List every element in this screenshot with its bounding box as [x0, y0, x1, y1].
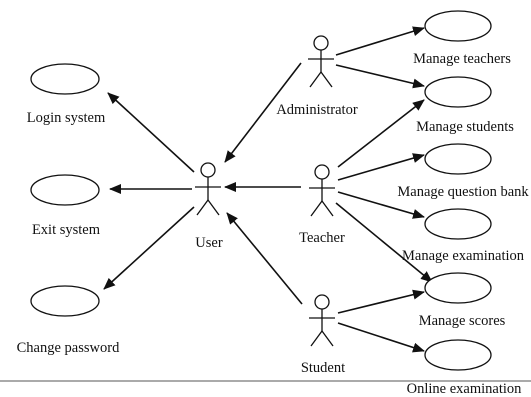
- actor-student: Student: [301, 294, 345, 376]
- arrow-administrator-to-user: [224, 62, 302, 163]
- actor-head: [313, 35, 329, 51]
- use-case-ellipse: [424, 339, 492, 371]
- use-case-login-system: Login system: [27, 63, 106, 126]
- use-case-ellipse: [424, 208, 492, 240]
- use-case-ellipse: [30, 63, 100, 95]
- association-arrows: [103, 26, 433, 353]
- actor-left-leg: [310, 330, 323, 347]
- use-case-ellipse: [30, 174, 100, 206]
- use-case-manage-students: Manage students: [416, 76, 514, 135]
- use-case-manage-examination: Manage examination: [402, 208, 525, 264]
- arrow-teacher-to-manage-examination: [337, 191, 425, 219]
- arrow-student-to-online-examination: [337, 322, 425, 353]
- use-case-ellipse: [30, 285, 100, 317]
- use-case-label: Manage question bank: [397, 184, 529, 200]
- use-case-label: Login system: [27, 110, 106, 126]
- actor-right-leg: [321, 330, 334, 347]
- actor-label: Student: [301, 360, 345, 376]
- actor-label: Administrator: [276, 102, 358, 118]
- actor-head: [314, 164, 330, 180]
- arrow-user-to-login: [107, 92, 195, 173]
- arrow-user-to-change-password: [103, 206, 195, 290]
- actor-right-leg: [207, 199, 220, 216]
- actor-head: [314, 294, 330, 310]
- actor-administrator: Administrator: [276, 35, 358, 118]
- arrow-teacher-to-manage-students: [337, 99, 425, 168]
- actor-left-leg: [196, 199, 209, 216]
- actor-left-leg: [309, 71, 322, 88]
- use-case-change-password: Change password: [17, 285, 120, 356]
- use-case-label: Manage teachers: [413, 51, 511, 67]
- use-case-label: Manage scores: [419, 313, 506, 329]
- use-case-label: Manage examination: [402, 248, 525, 264]
- use-case-exit-system: Exit system: [30, 174, 101, 238]
- arrow-administrator-to-manage-students: [335, 64, 425, 89]
- actor-left-leg: [310, 200, 323, 217]
- arrow-teacher-to-manage-question-bank: [337, 153, 425, 181]
- actor-label: User: [195, 235, 223, 251]
- actor-label: Teacher: [299, 230, 345, 246]
- actor-right-leg: [320, 71, 333, 88]
- actor-user: User: [195, 162, 223, 251]
- arrow-teacher-to-manage-scores: [335, 202, 433, 283]
- arrow-student-to-manage-scores: [337, 289, 425, 314]
- use-case-ellipse: [424, 272, 492, 304]
- use-case-ellipse: [424, 76, 492, 108]
- use-case-manage-question-bank: Manage question bank: [397, 143, 529, 200]
- use-case-manage-scores: Manage scores: [419, 272, 506, 329]
- arrow-administrator-to-manage-teachers: [335, 26, 425, 56]
- use-case-online-examination: Online examination: [407, 339, 523, 397]
- actor-right-leg: [321, 200, 334, 217]
- actor-teacher: Teacher: [299, 164, 345, 246]
- use-case-label: Exit system: [32, 222, 101, 238]
- use-case-ellipse: [424, 10, 492, 42]
- arrow-student-to-user: [226, 212, 303, 305]
- actor-head: [200, 162, 216, 178]
- use-case-ellipse: [424, 143, 492, 175]
- use-case-label: Manage students: [416, 119, 514, 135]
- use-case-manage-teachers: Manage teachers: [413, 10, 511, 67]
- use-case-label: Online examination: [407, 381, 523, 397]
- use-case-label: Change password: [17, 340, 120, 356]
